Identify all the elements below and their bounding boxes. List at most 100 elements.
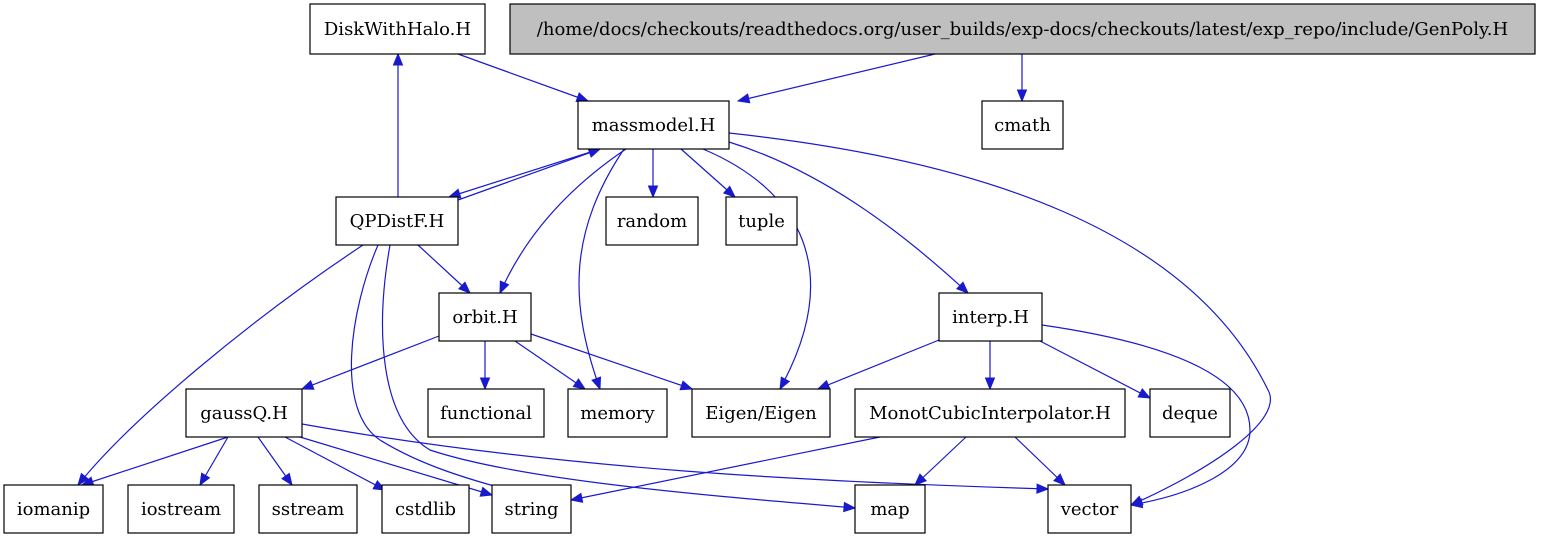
edge-line — [570, 436, 881, 501]
node-box — [381, 484, 470, 534]
edge-line — [381, 244, 856, 509]
edge-line — [448, 148, 601, 198]
arrow-head-icon — [575, 92, 590, 103]
edge-line — [728, 141, 969, 294]
node-box — [438, 292, 532, 342]
arrow-head-icon — [914, 473, 927, 486]
node-box — [691, 388, 831, 438]
node-string[interactable]: string — [491, 484, 572, 534]
edge-line — [81, 436, 229, 486]
edge-qpdistf-to-string — [350, 244, 522, 496]
node-label: gaussQ.H — [200, 403, 288, 424]
node-label: cmath — [994, 115, 1051, 136]
node-label: iomanip — [17, 499, 90, 520]
node-label: sstream — [272, 499, 345, 520]
node-label: /home/docs/checkouts/readthedocs.org/use… — [537, 19, 1508, 40]
node-box — [567, 388, 668, 438]
node-orbit[interactable]: orbit.H — [438, 292, 532, 342]
node-massmodel[interactable]: massmodel.H — [577, 100, 730, 150]
edge-monotcubic-to-string — [569, 436, 881, 503]
edge-orbit-to-gaussq — [300, 335, 440, 390]
edge-monotcubic-to-map — [914, 436, 967, 486]
node-label: cstdlib — [395, 499, 456, 520]
node-box — [127, 484, 235, 534]
node-label: Eigen/Eigen — [705, 403, 817, 424]
arrow-head-icon — [1016, 89, 1028, 103]
node-tuple[interactable]: tuple — [725, 196, 798, 246]
node-vector[interactable]: vector — [1047, 484, 1132, 534]
node-box — [3, 484, 104, 534]
node-monotcubic[interactable]: MonotCubicInterpolator.H — [854, 388, 1126, 438]
node-box — [1149, 388, 1231, 438]
nodes-layer: /home/docs/checkouts/readthedocs.org/use… — [3, 3, 1536, 534]
edge-interp-to-vector — [1041, 324, 1251, 509]
arrow-head-icon — [955, 281, 969, 294]
node-box — [185, 388, 303, 438]
node-random[interactable]: random — [605, 196, 699, 246]
edge-line — [817, 339, 940, 390]
node-label: MonotCubicInterpolator.H — [869, 403, 1111, 424]
node-label: tuple — [738, 211, 785, 232]
edge-line — [702, 148, 812, 390]
edge-massmodel-to-tuple — [680, 148, 736, 198]
arrow-head-icon — [779, 376, 791, 391]
edge-interp-to-monotcubic — [984, 341, 996, 391]
node-memory[interactable]: memory — [567, 388, 668, 438]
node-map[interactable]: map — [854, 484, 926, 534]
node-box — [854, 388, 1126, 438]
node-box — [577, 100, 730, 150]
node-box — [1047, 484, 1132, 534]
arrow-head-icon — [591, 376, 602, 391]
arrow-head-icon — [479, 486, 494, 497]
edge-massmodel-to-orbit — [499, 148, 627, 295]
arrow-head-icon — [1137, 388, 1152, 399]
edge-line — [1039, 340, 1151, 399]
node-interp[interactable]: interp.H — [938, 292, 1043, 342]
node-label: map — [870, 499, 909, 520]
node-genpoly[interactable]: /home/docs/checkouts/readthedocs.org/use… — [509, 3, 1536, 55]
edge-qpdistf-to-massmodel — [457, 147, 602, 201]
arrow-head-icon — [479, 377, 491, 391]
edge-line — [457, 148, 601, 201]
edge-massmodel-to-memory — [578, 148, 625, 391]
arrow-head-icon — [300, 379, 315, 390]
node-eigen[interactable]: Eigen/Eigen — [691, 388, 831, 438]
node-label: QPDistF.H — [350, 211, 445, 232]
node-label: vector — [1060, 499, 1119, 520]
node-qpdistf[interactable]: QPDistF.H — [335, 196, 459, 246]
node-gaussq[interactable]: gaussQ.H — [185, 388, 303, 438]
edge-line — [578, 148, 625, 390]
node-label: iostream — [141, 499, 221, 520]
node-functional[interactable]: functional — [427, 388, 545, 438]
node-box — [981, 100, 1064, 150]
node-label: orbit.H — [452, 307, 517, 328]
arrow-head-icon — [457, 281, 471, 294]
arrow-head-icon — [199, 472, 211, 487]
edge-line — [530, 333, 693, 390]
edge-line — [728, 132, 1271, 506]
node-cmath[interactable]: cmath — [981, 100, 1064, 150]
edge-diskwithhalo-to-massmodel — [457, 53, 590, 103]
arrow-head-icon — [843, 501, 857, 513]
node-diskwithhalo[interactable]: DiskWithHalo.H — [309, 3, 486, 55]
node-iomanip[interactable]: iomanip — [3, 484, 104, 534]
arrow-head-icon — [572, 378, 587, 390]
edge-line — [1041, 324, 1251, 506]
edge-line — [737, 53, 936, 102]
node-label: interp.H — [952, 307, 1029, 328]
edge-monotcubic-to-vector — [1014, 436, 1066, 486]
node-box — [258, 484, 358, 534]
node-box — [335, 196, 459, 246]
node-box — [427, 388, 545, 438]
node-iostream[interactable]: iostream — [127, 484, 235, 534]
node-label: functional — [440, 403, 532, 424]
node-deque[interactable]: deque — [1149, 388, 1231, 438]
arrow-head-icon — [77, 472, 90, 487]
node-sstream[interactable]: sstream — [258, 484, 358, 534]
edge-line — [457, 53, 589, 102]
node-cstdlib[interactable]: cstdlib — [381, 484, 470, 534]
edge-gaussq-to-sstream — [257, 436, 293, 487]
edge-massmodel-to-qpdistf — [447, 148, 601, 199]
edge-genpoly-to-cmath — [1016, 54, 1028, 103]
node-box — [938, 292, 1043, 342]
